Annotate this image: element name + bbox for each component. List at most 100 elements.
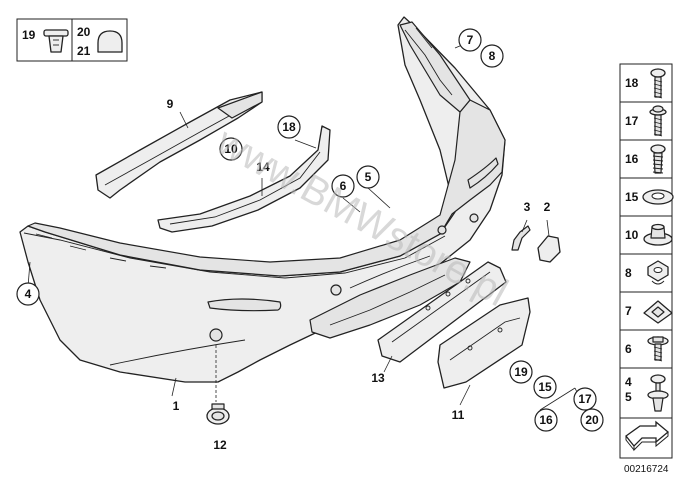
bracket-3 — [511, 225, 531, 251]
callout-label: 16 — [539, 413, 553, 427]
callout-label: 19 — [514, 365, 528, 379]
box-label-19: 19 — [22, 28, 36, 42]
callout-4: 4 — [16, 282, 40, 306]
callout-label: 6 — [340, 179, 347, 193]
callout-label: 5 — [365, 170, 372, 184]
screw-icon — [650, 68, 666, 99]
plate-holder-11 — [437, 297, 531, 389]
collar-screw-icon — [647, 336, 669, 362]
callout-11: 11 — [452, 408, 465, 422]
legend-row-nav — [619, 417, 673, 459]
legend-label-16: 16 — [625, 152, 639, 166]
callout-12: 12 — [213, 438, 227, 452]
callout-label: 8 — [489, 49, 496, 63]
legend-row-6: 6 — [619, 329, 673, 369]
legend-row-8: 8 — [619, 253, 673, 293]
callout-circle — [16, 282, 40, 306]
legend-label-10: 10 — [625, 228, 639, 242]
diagram-id: 00216724 — [624, 464, 669, 475]
callout-label: 12 — [213, 438, 227, 452]
lower-bracket-14 — [157, 125, 331, 233]
legend-row-15: 15 — [619, 177, 674, 217]
pdc-sensor-12 — [206, 345, 230, 425]
clip-nut-icon — [643, 300, 673, 324]
callout-label: 4 — [25, 287, 32, 301]
top-left-parts-box: 19 20 21 — [16, 18, 128, 62]
callout-circle — [573, 387, 597, 411]
legend-row-7: 7 — [619, 291, 673, 331]
callout-17: 17 — [573, 387, 597, 411]
legend-row-10: 10 — [619, 215, 673, 255]
push-rivet-icon — [43, 29, 69, 53]
callout-15: 15 — [533, 375, 557, 399]
callout-7: 7 — [458, 28, 482, 52]
callout-circle — [331, 174, 355, 198]
legend-label-15: 15 — [625, 190, 639, 204]
callout-20: 20 — [580, 408, 604, 432]
legend-row-16: 16 — [619, 139, 673, 179]
cover-cap-2 — [537, 235, 561, 263]
callout-19: 19 — [509, 360, 533, 384]
callout-circle — [219, 137, 243, 161]
callout-circle — [533, 375, 557, 399]
callout-label: 7 — [467, 33, 474, 47]
callout-6: 6 — [331, 174, 355, 198]
callout-label: 11 — [452, 408, 465, 422]
legend-label-8: 8 — [625, 266, 632, 280]
box-label-21: 21 — [77, 44, 91, 58]
arrow-icon — [625, 420, 670, 452]
callout-circle — [509, 360, 533, 384]
callout-label: 10 — [224, 142, 238, 156]
callout-18: 18 — [277, 115, 301, 139]
legend-label-17: 17 — [625, 114, 639, 128]
callout-9: 9 — [167, 97, 174, 111]
hex-nut-icon — [647, 260, 669, 285]
callout-circle — [480, 44, 504, 68]
legend-label-7: 7 — [625, 304, 632, 318]
legend-row-4-5: 45 — [619, 367, 673, 419]
box-label-20: 20 — [77, 25, 91, 39]
legend-row-18: 18 — [619, 63, 673, 103]
callout-8: 8 — [480, 44, 504, 68]
bumper-cover — [19, 16, 506, 383]
legend-row-17: 17 — [619, 101, 673, 141]
grommet-icon — [643, 223, 673, 246]
legend-label-4: 4 — [625, 375, 632, 389]
callout-circle — [534, 408, 558, 432]
callout-circle — [277, 115, 301, 139]
legend-label-18: 18 — [625, 76, 639, 90]
callout-circle — [580, 408, 604, 432]
callout-14: 14 — [256, 160, 270, 174]
callout-10: 10 — [219, 137, 243, 161]
callout-label: 13 — [371, 371, 385, 385]
callout-label: 17 — [578, 392, 592, 406]
callout-1: 1 — [173, 399, 180, 413]
callout-5: 5 — [356, 165, 380, 189]
callout-circle — [458, 28, 482, 52]
legend-label-6: 6 — [625, 342, 632, 356]
callout-label: 20 — [585, 413, 599, 427]
callout-circle — [356, 165, 380, 189]
washer-icon — [642, 189, 674, 205]
expanding-rivet-icon — [650, 144, 666, 174]
cap-icon — [97, 30, 123, 53]
legend-label-5: 5 — [625, 390, 632, 404]
parts-legend: 18 17 16 15 10 8 7 6 45 — [619, 63, 674, 459]
callout-label: 15 — [538, 380, 552, 394]
plastic-rivet-icon — [647, 374, 669, 412]
screw-with-washer-icon — [649, 105, 667, 137]
callout-3: 3 — [524, 200, 531, 214]
callout-label: 9 — [167, 97, 174, 111]
callout-label: 2 — [544, 200, 551, 214]
callout-16: 16 — [534, 408, 558, 432]
upper-bracket-9 — [95, 91, 263, 199]
callout-label: 3 — [524, 200, 531, 214]
callout-2: 2 — [544, 200, 551, 214]
callout-label: 18 — [282, 120, 296, 134]
license-carrier-13 — [377, 261, 507, 363]
callout-label: 1 — [173, 399, 180, 413]
callout-13: 13 — [371, 371, 385, 385]
callout-label: 14 — [256, 160, 270, 174]
